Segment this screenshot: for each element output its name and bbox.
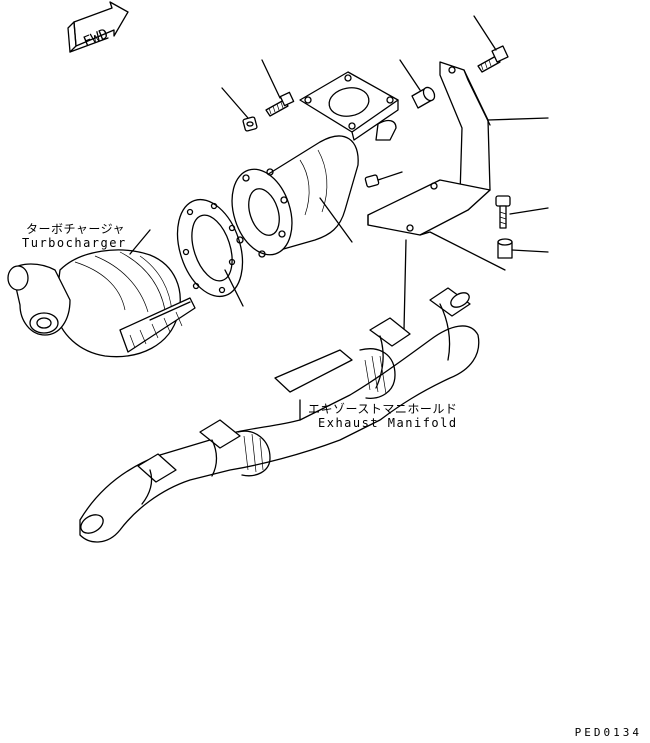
spacer-right: [419, 231, 549, 271]
assembly-guide-line: [403, 239, 407, 331]
bracket-drawing: [367, 61, 549, 236]
exhaust-manifold-label-en: Exhaust Manifold: [318, 416, 458, 430]
gasket-drawing: [176, 198, 244, 307]
exhaust-manifold-drawing: [79, 287, 480, 543]
bolt-right: [495, 195, 549, 229]
bolt-stud-top: [261, 59, 295, 117]
exhaust-manifold-label-jp: エキゾーストマニホールド: [308, 402, 458, 416]
turbocharger-drawing: [7, 249, 196, 358]
spacer-collar: [399, 59, 436, 109]
turbocharger-label-jp: ターボチャージャ: [26, 222, 126, 236]
nut-small: [364, 171, 403, 188]
turbocharger-label-en: Turbocharger: [22, 236, 127, 250]
elbow-pipe-drawing: [231, 71, 399, 258]
nut-left: [221, 87, 258, 132]
drawing-code: PED0134: [574, 726, 642, 739]
fwd-arrow-icon: FWD: [67, 1, 129, 53]
bolt-top-right: [473, 15, 509, 73]
turbocharger-leader: [129, 229, 151, 255]
